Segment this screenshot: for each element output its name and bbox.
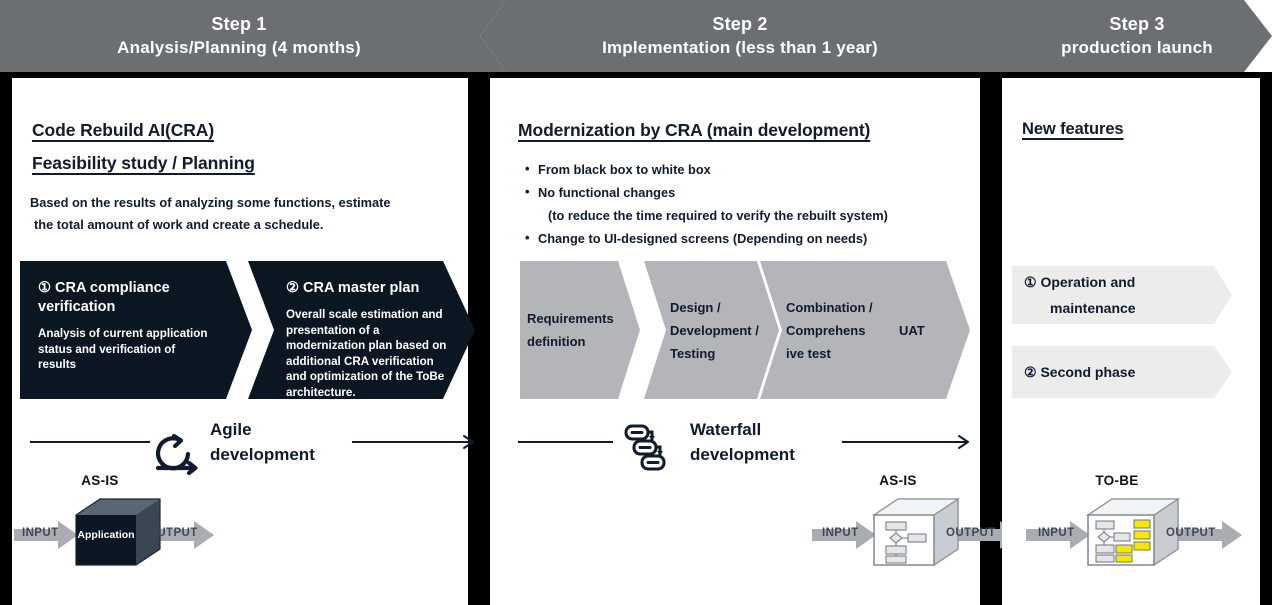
header-chevron-divider-icon [480, 0, 506, 72]
banner1-line2: maintenance [1050, 300, 1136, 316]
gseg3-line2: Comprehens [786, 322, 866, 338]
column1-asis-cube: AS-IS INPUT OUTPUT Application [12, 473, 242, 583]
column-step2: Modernization by CRA (main development) … [490, 78, 1020, 605]
header-bottom-rule [0, 72, 1272, 78]
segment2-body: Overall scale estimation and presentatio… [286, 308, 447, 399]
methodology-label-line2: development [210, 445, 315, 464]
column2-methodology-row: Waterfall development [510, 408, 975, 478]
column3-banner-operation-maintenance[interactable]: ① Operation and maintenance [1012, 266, 1232, 324]
segment1-title-line1: ① CRA compliance [38, 280, 170, 296]
column2-process-chevrons: Requirements definition Design / Develop… [520, 261, 970, 399]
step-header-1: Step 1 Analysis/Planning (4 months) [0, 0, 478, 72]
column1-heading-line2: Feasibility study / Planning [32, 153, 255, 173]
column1-cube-title: AS-IS [81, 473, 119, 488]
process-segment-combination-test[interactable]: Combination / Comprehens ive test [760, 261, 900, 399]
gseg4-line1: UAT [899, 322, 925, 338]
column3-tobe-cube: TO-BE [1024, 473, 1260, 583]
step-header-band: Step 1 Analysis/Planning (4 months) Step… [0, 0, 1272, 72]
process-segment-design-dev-test[interactable]: Design / Development / Testing [644, 261, 779, 399]
gseg2-line2: Development / [670, 322, 759, 338]
gseg1-line2: definition [527, 334, 586, 349]
segment1-title-line2: verification [38, 299, 116, 315]
gseg1-line1: Requirements [527, 311, 614, 326]
methodology-label-line1: Waterfall [690, 420, 762, 439]
methodology-label-line1: Agile [210, 420, 252, 439]
column1-description-line2: the total amount of work and create a sc… [34, 217, 324, 232]
column2-input-label: INPUT [822, 527, 859, 539]
banner1-line1: ① Operation and [1024, 274, 1136, 290]
segment2-title-line1: ② CRA master plan [286, 280, 420, 296]
column2-heading: Modernization by CRA (main development) [518, 120, 871, 140]
list-item: From black box to white box [524, 157, 888, 181]
column1-description-line1: Based on the results of analyzing some f… [30, 195, 391, 210]
methodology-label-line2: development [690, 445, 795, 464]
list-item: No functional changes [524, 180, 888, 204]
separator-left [0, 72, 12, 605]
column3-banner-second-phase[interactable]: ② Second phase [1012, 346, 1232, 398]
column-step1: Code Rebuild AI(CRA) Feasibility study /… [12, 78, 468, 605]
column2-output-label: OUTPUT [946, 527, 996, 539]
methodology-rule-left [518, 441, 613, 443]
separator-column2-column3 [980, 72, 1002, 605]
step-2-title: Step 2 [712, 14, 768, 34]
step-3-title: Step 3 [1109, 14, 1165, 34]
list-item: Change to UI-designed screens (Depending… [524, 226, 888, 250]
methodology-rule-left [30, 441, 150, 443]
gseg3-line1: Combination / [786, 299, 873, 315]
column2-bullet-list: From black box to white box No functiona… [524, 157, 888, 250]
banner2-line1: ② Second phase [1024, 364, 1136, 380]
column1-process-chevrons: ① CRA compliance verification Analysis o… [20, 261, 475, 399]
methodology-arrow-right [350, 432, 480, 457]
column1-cube-box-label: Application [77, 529, 135, 541]
process-segment-uat[interactable]: UAT [873, 261, 970, 399]
column1-heading-line1: Code Rebuild AI(CRA) [32, 120, 215, 140]
column2-cube-title: AS-IS [879, 473, 917, 488]
column3-cube-title: TO-BE [1095, 473, 1139, 488]
column3-input-label: INPUT [1038, 527, 1075, 539]
waterfall-cascade-icon [622, 422, 674, 479]
process-segment-requirements[interactable]: Requirements definition [520, 261, 640, 399]
column3-output-label: OUTPUT [1166, 527, 1216, 539]
column2-methodology-label: Waterfall development [690, 417, 795, 467]
segment1-body: Analysis of current application status a… [38, 327, 208, 371]
column1-input-label: INPUT [22, 527, 59, 539]
column3-heading: New features [1022, 120, 1124, 138]
step-1-subtitle: Analysis/Planning (4 months) [117, 38, 361, 57]
step-3-subtitle: production launch [1061, 38, 1213, 57]
column1-output-label: OUTPUT [148, 527, 198, 539]
step-2-subtitle: Implementation (less than 1 year) [602, 38, 878, 57]
list-item: (to reduce the time required to verify t… [548, 208, 888, 223]
step-header-2: Step 2 Implementation (less than 1 year) [478, 0, 1002, 72]
separator-right [1260, 72, 1272, 605]
column1-methodology-label: Agile development [210, 417, 315, 467]
gseg3-line3: ive test [786, 345, 831, 361]
process-segment-cra-compliance[interactable]: ① CRA compliance verification Analysis o… [20, 261, 252, 399]
gseg2-line3: Testing [670, 345, 716, 361]
agile-loop-icon [150, 432, 202, 483]
gseg2-line1: Design / [670, 299, 721, 315]
step-1-title: Step 1 [211, 14, 267, 34]
process-segment-cra-master-plan[interactable]: ② CRA master plan Overall scale estimati… [248, 261, 475, 399]
column1-methodology-row: Agile development [22, 408, 482, 478]
methodology-arrow-right [840, 432, 975, 457]
separator-column1-column2 [468, 72, 490, 605]
step-header-3: Step 3 production launch [1002, 0, 1272, 72]
column2-asis-cube: AS-IS INPUT OUTPUT [810, 473, 1040, 583]
column-step3: New features ① Operation and maintenance… [1002, 78, 1260, 605]
